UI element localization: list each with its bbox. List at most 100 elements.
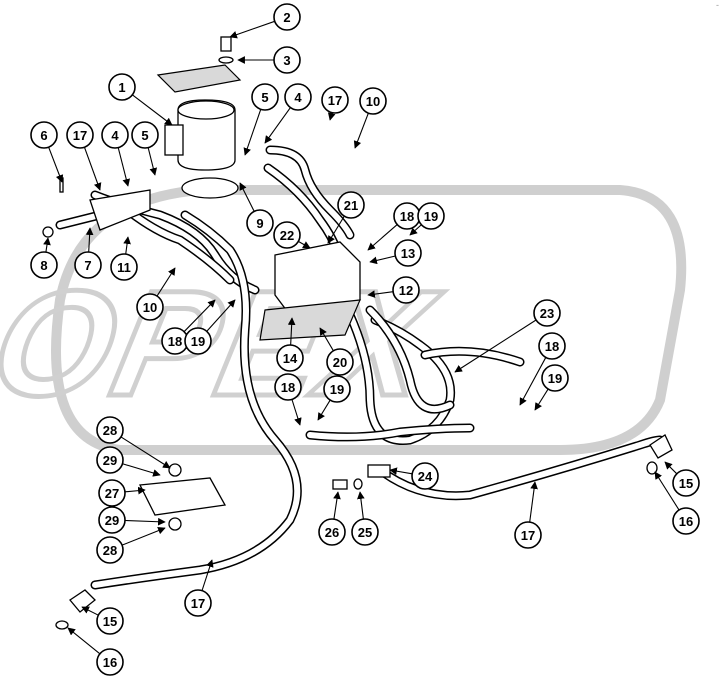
washer xyxy=(218,56,234,64)
callout-14: 14 xyxy=(276,344,304,372)
callout-label: 11 xyxy=(117,260,131,275)
callout-circle xyxy=(184,589,212,617)
callout-label: 10 xyxy=(143,300,157,315)
mount-nut-top xyxy=(168,463,182,477)
leader-line xyxy=(48,146,64,183)
callout-9: 9 xyxy=(246,209,274,237)
callout-13: 13 xyxy=(394,239,422,267)
leader-line xyxy=(529,481,538,523)
callout-label: 12 xyxy=(399,283,413,298)
callout-10: 10 xyxy=(359,87,387,115)
callout-circle xyxy=(321,86,349,114)
callout-label: 3 xyxy=(283,53,290,68)
leader-line xyxy=(291,399,302,426)
callout-21: 21 xyxy=(337,191,365,219)
callout-label: 18 xyxy=(545,339,559,354)
leader-line xyxy=(124,486,146,495)
callout-circle xyxy=(66,121,94,149)
callout-16: 16 xyxy=(672,507,700,535)
callout-4: 4 xyxy=(284,83,312,111)
leader-line xyxy=(389,467,413,475)
callout-circle xyxy=(394,239,422,267)
callout-label: 26 xyxy=(325,525,339,540)
leader-line xyxy=(264,107,291,144)
callout-29: 29 xyxy=(98,506,126,534)
callout-15: 15 xyxy=(672,469,700,497)
mounting-bracket xyxy=(89,189,151,231)
callout-circle xyxy=(359,87,387,115)
callout-11: 11 xyxy=(110,253,138,281)
leader-line xyxy=(132,94,173,126)
callout-18: 18 xyxy=(274,373,302,401)
bolt xyxy=(220,36,232,52)
callout-label: 8 xyxy=(40,258,47,273)
parts xyxy=(42,36,673,630)
callout-2: 2 xyxy=(273,3,301,31)
leader-line xyxy=(67,627,101,655)
washer-left xyxy=(55,620,69,630)
callout-label: 1 xyxy=(118,80,125,95)
leader-line xyxy=(534,388,549,411)
callout-29: 29 xyxy=(96,446,124,474)
callout-label: 9 xyxy=(256,216,263,231)
callout-label: 5 xyxy=(261,90,268,105)
callout-16: 16 xyxy=(96,648,124,676)
callout-12: 12 xyxy=(392,276,420,304)
callout-circle xyxy=(323,375,351,403)
callout-7: 7 xyxy=(74,251,102,279)
watermark: OPEX xyxy=(0,185,687,455)
callout-18: 18 xyxy=(161,327,189,355)
callout-circle xyxy=(411,462,439,490)
valve-plate xyxy=(259,299,361,341)
callout-circle xyxy=(101,121,129,149)
elbow-left xyxy=(69,589,96,613)
callout-label: 20 xyxy=(333,355,347,370)
leader-line xyxy=(120,436,171,469)
callout-circle xyxy=(98,479,126,507)
callout-25: 25 xyxy=(351,518,379,546)
callout-label: 19 xyxy=(330,382,344,397)
callout-circle xyxy=(351,518,379,546)
hoses xyxy=(55,145,665,590)
callout-circle xyxy=(96,536,124,564)
leader-line xyxy=(327,215,345,244)
leader-line xyxy=(369,255,396,265)
lid xyxy=(156,64,242,93)
callout-circle xyxy=(96,607,124,635)
callout-label: 19 xyxy=(424,209,438,224)
callout-label: 15 xyxy=(679,476,693,491)
leader-line xyxy=(317,399,331,421)
callout-circle xyxy=(392,276,420,304)
callout-label: 14 xyxy=(283,351,298,366)
callout-19: 19 xyxy=(417,202,445,230)
callout-label: 27 xyxy=(105,486,119,501)
leader-line xyxy=(239,182,255,212)
callout-label: 10 xyxy=(366,94,380,109)
leader-line xyxy=(353,112,369,149)
callout-label: 17 xyxy=(521,528,535,543)
callout-circle xyxy=(96,416,124,444)
leader-line xyxy=(206,299,236,332)
motor-base xyxy=(181,177,239,199)
callout-circle xyxy=(110,253,138,281)
callout-label: 17 xyxy=(328,93,342,108)
callout-circle xyxy=(273,3,301,31)
callout-circle xyxy=(533,299,561,327)
leader-line xyxy=(123,236,131,255)
nut-8 xyxy=(42,226,54,238)
callout-circle xyxy=(337,191,365,219)
callout-circle xyxy=(273,46,301,74)
leader-line xyxy=(519,357,547,406)
callout-label: 17 xyxy=(191,596,205,611)
callout-4: 4 xyxy=(101,121,129,149)
mount-plate xyxy=(138,477,227,516)
leader-line xyxy=(201,559,214,591)
washer-25 xyxy=(353,478,363,490)
callout-label: 13 xyxy=(401,246,415,261)
callout-label: 18 xyxy=(168,334,182,349)
watermark-text: OPEX xyxy=(0,261,451,428)
callout-circle xyxy=(184,327,212,355)
callout-label: 6 xyxy=(40,128,47,143)
callout-label: 22 xyxy=(280,228,294,243)
